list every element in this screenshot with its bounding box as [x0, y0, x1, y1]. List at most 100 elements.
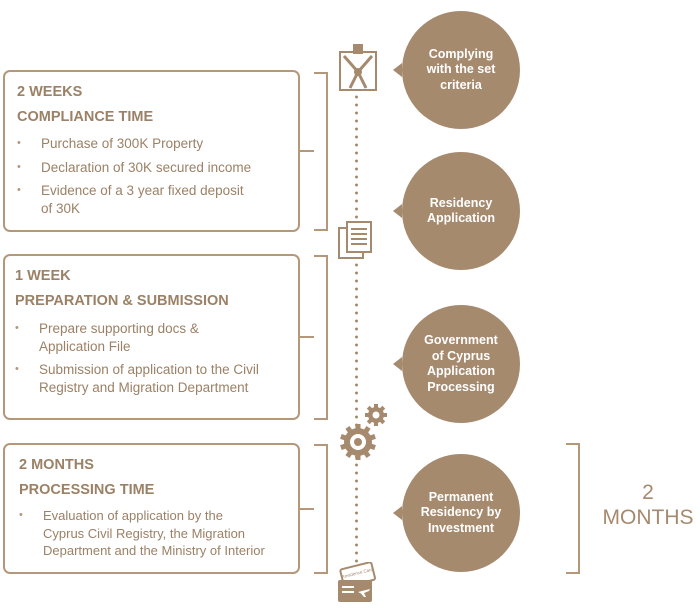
gear-tooth: [365, 413, 370, 417]
gear-tooth: [378, 405, 386, 413]
phase-title: COMPLIANCE TIME: [17, 109, 154, 125]
phase-item: Submission of application to the Civil R…: [15, 361, 288, 396]
gear-tooth: [345, 450, 353, 459]
total-unit: MONTHS: [602, 506, 694, 529]
timeline-dot: [355, 327, 358, 331]
gear-tooth: [374, 421, 378, 426]
gear-tooth: [374, 404, 378, 409]
phase-items: Prepare supporting docs & Application Fi…: [15, 320, 288, 396]
timeline-dot: [355, 503, 358, 507]
phase-bracket-preparation: [314, 255, 328, 420]
phase-box-processing: 2 MONTHS PROCESSING TIME Evaluation of a…: [3, 443, 300, 574]
timeline-dot: [355, 415, 358, 419]
gear-tooth: [366, 417, 374, 425]
phase-items: Evaluation of application by the Cyprus …: [19, 507, 288, 560]
gear-tooth: [368, 434, 376, 441]
step-complying: Complying with the set criteria: [402, 11, 520, 129]
timeline-dot: [355, 535, 358, 539]
timeline-dot: [355, 111, 358, 115]
bracket-connector: [300, 150, 314, 152]
timeline-dot: [355, 287, 358, 291]
phase-item: Evaluation of application by the Cyprus …: [19, 507, 288, 560]
phase-duration: 1 WEEK: [15, 268, 71, 284]
phase-item: Purchase of 300K Property: [17, 135, 286, 153]
timeline-dot: [355, 399, 358, 403]
timeline-dot: [355, 343, 358, 347]
phase-box-compliance: 2 WEEKS COMPLIANCE TIME Purchase of 300K…: [3, 70, 300, 232]
timeline-dot: [355, 359, 358, 363]
phase-item: Prepare supporting docs & Application Fi…: [15, 320, 288, 355]
timeline-dot: [355, 175, 358, 179]
timeline-dot: [355, 271, 358, 275]
timeline-dot: [355, 191, 358, 195]
phase-box-preparation: 1 WEEK PREPARATION & SUBMISSION Prepare …: [3, 254, 300, 420]
timeline-dot: [355, 511, 358, 515]
timeline-dot: [355, 527, 358, 531]
timeline-dot: [355, 199, 358, 203]
total-bracket: [566, 443, 580, 574]
phase-bracket-compliance: [314, 72, 328, 231]
timeline-dot: [355, 127, 358, 131]
timeline-dot: [355, 495, 358, 499]
documents-icon: [338, 221, 372, 259]
timeline-dot: [355, 407, 358, 411]
timeline-dot: [355, 367, 358, 371]
timeline-dot: [355, 519, 358, 523]
timeline-dot: [355, 311, 358, 315]
gear-tooth: [340, 434, 348, 441]
gear-tooth: [382, 413, 387, 417]
step-pointer: [393, 357, 402, 371]
timeline-dot: [355, 383, 358, 387]
total-number: 2: [642, 481, 654, 504]
timeline-dot: [355, 207, 358, 211]
bracket-connector: [300, 336, 314, 338]
phase-duration: 2 MONTHS: [19, 457, 94, 473]
phase-item: Declaration of 30K secured income: [17, 159, 286, 177]
phase-title: PROCESSING TIME: [19, 482, 155, 498]
gear-tooth: [363, 450, 371, 459]
total-duration: 2 MONTHS: [596, 480, 700, 530]
step-pointer: [393, 506, 402, 520]
gear-tooth: [355, 424, 361, 430]
timeline-dot: [355, 335, 358, 339]
gear-tooth: [366, 405, 374, 413]
timeline-dot: [355, 135, 358, 139]
timeline-dot: [355, 479, 358, 483]
timeline-dot: [355, 463, 358, 467]
phase-items: Purchase of 300K Property Declaration of…: [17, 135, 286, 217]
gear-tooth: [368, 443, 376, 450]
timeline-dot: [355, 551, 358, 555]
phase-duration: 2 WEEKS: [17, 84, 83, 100]
step-pointer: [393, 63, 402, 77]
timeline-dot: [355, 471, 358, 475]
step-pointer: [393, 204, 402, 218]
timeline-dot: [355, 375, 358, 379]
gear-tooth: [345, 425, 353, 434]
step-permanent-residency: Permanent Residency by Investment: [402, 454, 520, 572]
timeline-dot: [355, 103, 358, 107]
step-government-processing: Government of Cyprus Application Process…: [402, 305, 520, 423]
gear-tooth: [363, 425, 371, 434]
timeline-dot: [355, 151, 358, 155]
step-residency-application: Residency Application: [402, 152, 520, 270]
step-label: Permanent Residency by Investment: [420, 489, 502, 535]
step-label: Government of Cyprus Application Process…: [424, 333, 498, 394]
gears-icon: [340, 404, 387, 460]
gear-tooth: [355, 454, 361, 460]
timeline-dot: [355, 487, 358, 491]
compass-logo-icon: [339, 44, 377, 91]
timeline-dot: [355, 215, 358, 219]
timeline-dot: [355, 95, 358, 99]
timeline-dot: [355, 159, 358, 163]
timeline-dot: [355, 279, 358, 283]
timeline-dot: [355, 263, 358, 267]
gear-tooth: [340, 443, 348, 450]
gear-tooth: [378, 417, 386, 425]
residence-card-icon: Residence Card: [338, 562, 376, 602]
step-label: Residency Application: [426, 195, 496, 226]
timeline-dot: [355, 303, 358, 307]
phase-bracket-processing: [314, 444, 328, 574]
step-label: Complying with the set criteria: [426, 46, 496, 92]
timeline-dot: [355, 183, 358, 187]
timeline-dot: [355, 391, 358, 395]
